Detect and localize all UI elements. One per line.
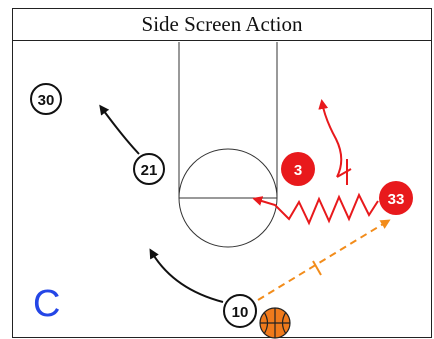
basketball-icon: [259, 307, 291, 339]
pass-path: [257, 219, 391, 301]
dribble-path-33: [252, 192, 379, 226]
play-diagram: Side Screen Action: [12, 8, 432, 339]
cut-path-21: [99, 104, 140, 155]
screen-cut-3: [318, 99, 352, 185]
player-21-label: 21: [141, 162, 158, 179]
player-30[interactable]: 30: [30, 83, 62, 115]
court-svg: 30 21 10 3 33 C: [30, 42, 413, 339]
cut-path-10: [149, 248, 224, 303]
lane: [178, 42, 278, 199]
player-10-label: 10: [232, 304, 249, 321]
diagram-title: Side Screen Action: [13, 9, 431, 41]
player-33[interactable]: 33: [379, 181, 413, 215]
player-3-label: 3: [294, 162, 302, 179]
player-21[interactable]: 21: [133, 153, 165, 185]
player-3[interactable]: 3: [281, 152, 315, 186]
free-throw-circle: [178, 148, 278, 248]
player-30-label: 30: [38, 92, 55, 109]
position-marker: C: [33, 283, 60, 325]
player-10[interactable]: 10: [223, 294, 257, 328]
player-33-label: 33: [388, 191, 405, 208]
